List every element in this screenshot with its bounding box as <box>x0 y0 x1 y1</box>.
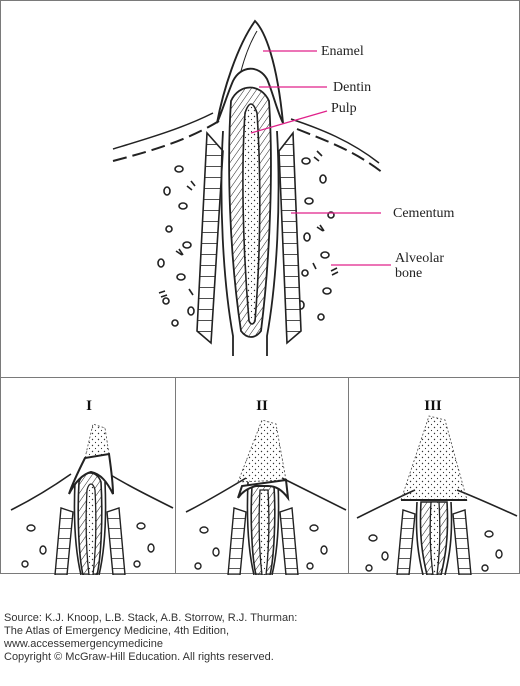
alveolar-bone-left <box>157 165 196 327</box>
fracture-class-3-drawing <box>356 415 518 575</box>
alveolar-bone-label: Alveolar bone <box>395 251 444 281</box>
fracture-class-2-panel: II <box>175 377 349 575</box>
alveolar-bone-right <box>297 150 339 321</box>
tooth-anatomy-panel: Enamel Dentin Pulp Cementum Alveolar bon… <box>0 0 520 378</box>
fracture-class-2-drawing <box>185 419 347 575</box>
fracture-class-3-label: III <box>424 398 442 414</box>
fracture-class-2-label: II <box>256 398 268 414</box>
fracture-class-1-drawing <box>10 423 174 575</box>
tooth-anatomy-drawing <box>112 19 391 356</box>
pulp-label: Pulp <box>331 101 357 116</box>
fracture-class-1-panel: I <box>0 377 176 575</box>
source-line-title: The Atlas of Emergency Medicine, 4th Edi… <box>4 625 230 637</box>
source-credit: Source: K.J. Knoop, L.B. Stack, A.B. Sto… <box>4 612 514 664</box>
fracture-class-1-label: I <box>86 398 92 414</box>
dentin-label: Dentin <box>333 80 372 95</box>
label-leaders <box>250 50 391 266</box>
fracture-class-3-panel: III <box>348 377 520 575</box>
cementum-label: Cementum <box>393 206 455 221</box>
source-line-website: www.accessemergencymedicine <box>4 638 163 650</box>
source-line-copyright: Copyright © McGraw-Hill Education. All r… <box>4 651 274 663</box>
enamel-label: Enamel <box>321 44 364 59</box>
source-line-authors: Source: K.J. Knoop, L.B. Stack, A.B. Sto… <box>4 612 298 624</box>
